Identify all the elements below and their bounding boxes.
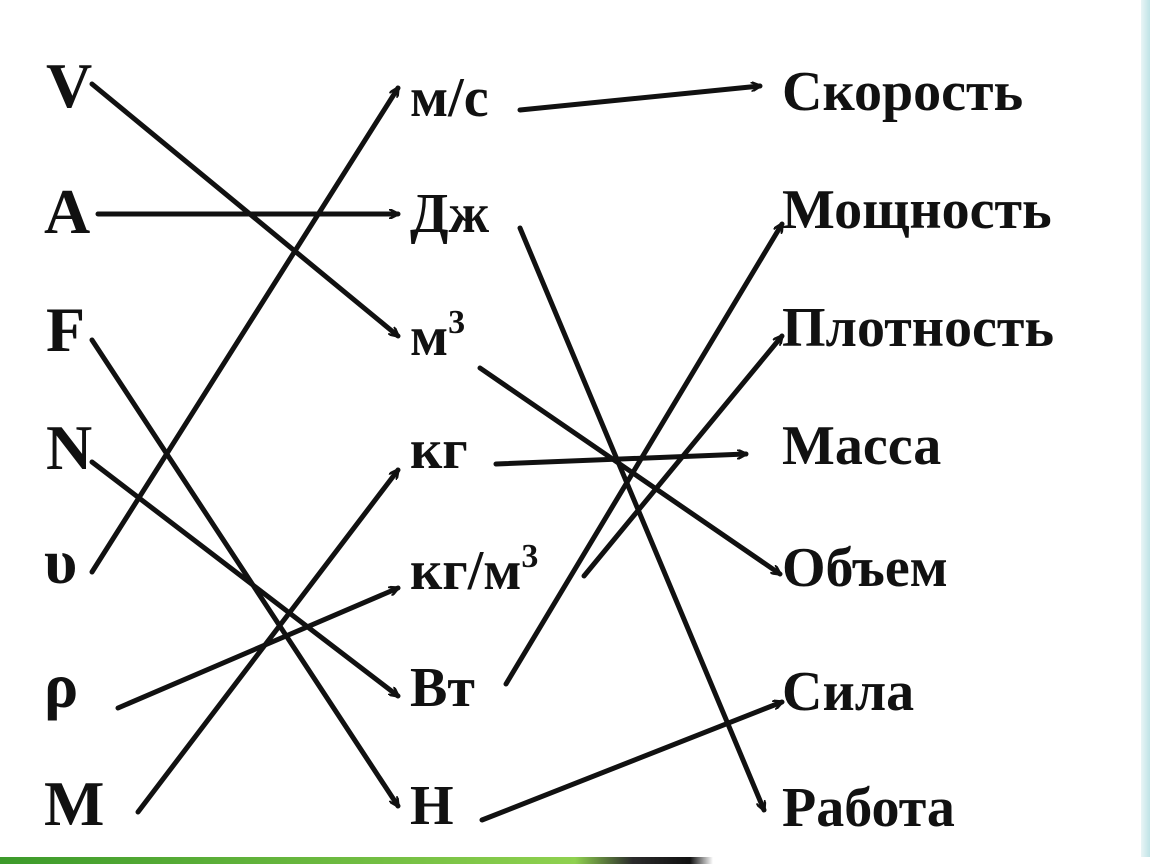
unit-base: Вт (410, 657, 475, 719)
quantity-label-A: A (44, 176, 91, 247)
unit-base: кг/м (410, 540, 522, 602)
unit-label-kg-per-m3: кг/м3 (410, 538, 539, 602)
unit-superscript: 3 (521, 538, 539, 575)
arrow-unit-to-name (517, 225, 767, 810)
unit-label-m-per-s: м/с (410, 70, 489, 126)
arrow-unit-to-name (477, 365, 780, 577)
name-label-mass: Масса (782, 415, 942, 477)
name-label-volume: Объем (782, 537, 948, 599)
unit-superscript: 3 (448, 304, 466, 341)
slide-edge-decoration (1141, 0, 1150, 864)
arrow-unit-to-name (517, 86, 763, 113)
slide-bottom-bar (0, 857, 1150, 864)
arrow-quantity-to-unit (115, 585, 398, 711)
name-label-density: Плотность (782, 297, 1054, 359)
unit-base: м/с (410, 67, 489, 129)
unit-base: м (410, 306, 449, 368)
quantity-label-F: F (46, 294, 86, 365)
quantity-label-V: V (46, 50, 93, 121)
name-label-force: Сила (782, 661, 915, 723)
name-label-work: Работа (782, 777, 955, 839)
arrow-quantity-to-unit (135, 470, 401, 815)
arrow-quantity-to-unit (89, 337, 401, 806)
unit-label-cubic-meter: м3 (410, 304, 466, 368)
arrow-unit-to-name (493, 454, 749, 467)
quantity-label-upsilon: υ (44, 526, 78, 597)
quantity-label-N: N (46, 412, 93, 483)
unit-label-watt: Вт (410, 660, 475, 716)
unit-base: Дж (410, 183, 490, 245)
unit-base: Н (410, 775, 454, 837)
arrow-quantity-to-unit (89, 459, 398, 699)
name-label-speed: Скорость (782, 61, 1024, 123)
unit-label-newton: Н (410, 778, 454, 834)
unit-label-kg: кг (410, 422, 468, 478)
arrow-quantity-to-unit (89, 88, 401, 575)
quantity-label-rho: ρ (44, 650, 79, 721)
arrow-unit-to-name (581, 336, 785, 579)
arrow-unit-to-name (503, 224, 785, 687)
arrow-unit-to-name (479, 702, 782, 823)
arrow-quantity-to-unit (89, 81, 398, 339)
quantity-label-M: M (44, 768, 105, 839)
unit-base: кг (410, 419, 468, 481)
name-label-power: Мощность (782, 179, 1052, 241)
unit-label-joule: Дж (410, 186, 489, 242)
